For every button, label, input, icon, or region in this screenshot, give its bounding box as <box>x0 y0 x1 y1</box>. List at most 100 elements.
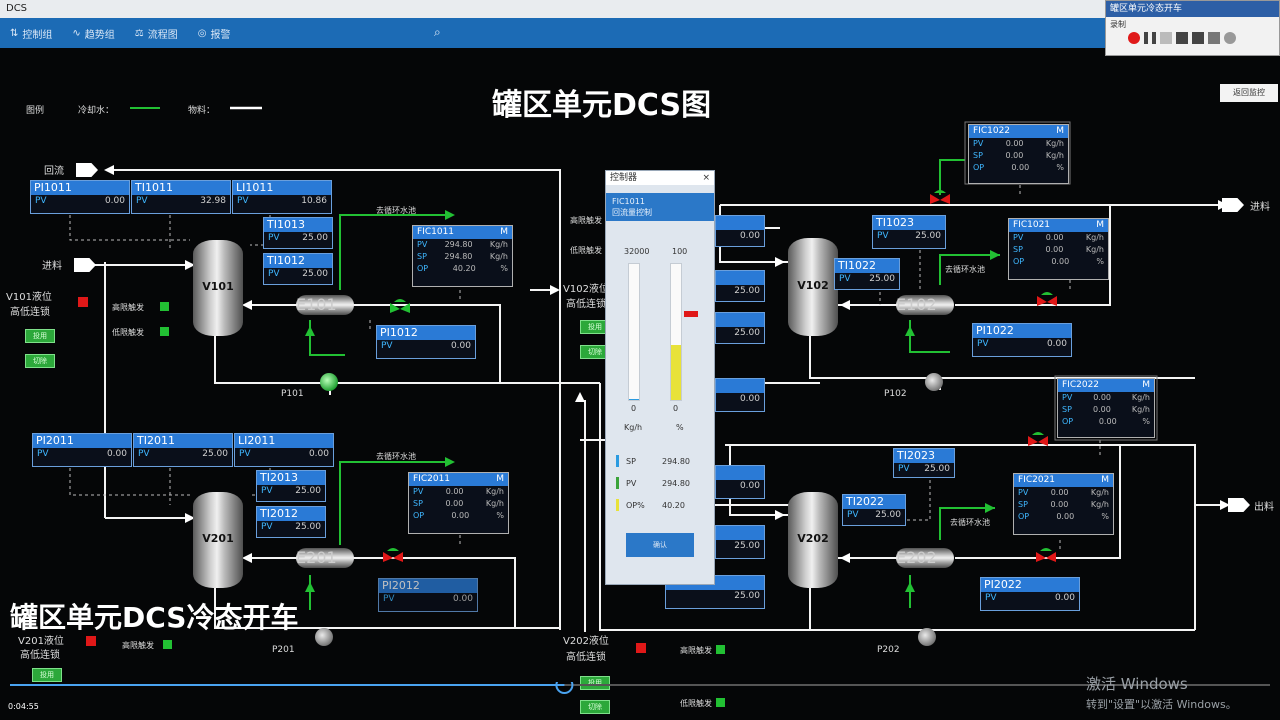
v201-enable-button[interactable]: 投用 <box>32 668 62 682</box>
v202-high-trip-indicator <box>716 645 725 654</box>
feed-left-label: 进料 <box>42 261 62 272</box>
op-bar[interactable] <box>670 263 682 401</box>
tag-hidden-1[interactable]: 0.00 <box>715 215 765 247</box>
stop-icon[interactable] <box>1160 32 1172 44</box>
v202-disable-button[interactable]: 切除 <box>580 700 610 714</box>
controller-confirm-button[interactable]: 确认 <box>626 533 694 557</box>
record-icon[interactable] <box>1128 32 1140 44</box>
control-valve-fv2021[interactable] <box>1036 546 1056 562</box>
group-icon: ⇅ <box>10 27 19 39</box>
camera-icon[interactable] <box>1208 32 1220 44</box>
menu-control-group[interactable]: ⇅控制组 <box>10 27 53 41</box>
v101-low-trip-indicator <box>160 327 169 336</box>
reflux-label: 回流 <box>44 166 64 177</box>
tag-hidden-4[interactable]: 0.00 <box>715 378 765 412</box>
tag-hidden-2[interactable]: 25.00 <box>715 270 765 302</box>
vessel-v101[interactable]: V101 <box>193 240 243 336</box>
control-valve-fv2022[interactable] <box>1028 430 1048 446</box>
vessel-v102[interactable]: V102 <box>788 238 838 336</box>
v102-disable-button[interactable]: 切除 <box>580 345 610 359</box>
cooling-return-label-2: 去循环水池 <box>376 452 416 461</box>
pump-p102[interactable] <box>925 373 943 391</box>
tag-hidden-5[interactable]: 0.00 <box>715 465 765 499</box>
pump-p202[interactable] <box>918 628 936 646</box>
control-valve-fv1011[interactable] <box>390 297 410 313</box>
menu-flow-chart[interactable]: ⚖流程图 <box>134 27 178 41</box>
v101-disable-button[interactable]: 切除 <box>25 354 55 368</box>
control-valve-fv1021[interactable] <box>1037 290 1057 306</box>
pump-p201-label: P201 <box>272 645 295 655</box>
vessel-v201[interactable]: V201 <box>193 492 243 588</box>
exchanger-e101[interactable]: E101 <box>296 295 354 315</box>
list-icon[interactable] <box>1176 32 1188 44</box>
activation-watermark-sub: 转到"设置"以激活 Windows。 <box>1086 698 1237 711</box>
video-progress-knob[interactable] <box>555 682 574 694</box>
legend-cooling-water: 冷却水： <box>78 106 115 116</box>
v202-enable-button[interactable]: 投用 <box>580 676 610 690</box>
pv-label: PV <box>626 479 637 488</box>
exchanger-e201[interactable]: E201 <box>296 548 354 568</box>
close-icon[interactable]: × <box>702 173 710 183</box>
menu-trend-group[interactable]: ∿趋势组 <box>72 27 115 41</box>
controller-header: FIC1011 回流量控制 <box>606 193 714 221</box>
screen-icon[interactable] <box>1192 32 1204 44</box>
pump-p101[interactable] <box>320 373 338 391</box>
unit-right: % <box>676 423 684 432</box>
v101-enable-button[interactable]: 投用 <box>25 329 55 343</box>
exchanger-e202[interactable]: E202 <box>896 548 954 568</box>
menu-alarm[interactable]: ◎报警 <box>197 27 231 41</box>
control-valve-fv2011[interactable] <box>383 546 403 562</box>
pause-icon[interactable] <box>1144 32 1148 44</box>
tag-hidden-6[interactable]: 25.00 <box>715 525 765 559</box>
op-slider-handle[interactable] <box>684 311 698 317</box>
pause-icon-2[interactable] <box>1152 32 1156 44</box>
control-valve-fv1022[interactable] <box>930 188 950 204</box>
pv-bar-fill <box>629 398 639 400</box>
video-progress-bar[interactable] <box>0 682 1280 720</box>
legend-material: 物料： <box>188 106 216 116</box>
tag-hidden-3[interactable]: 25.00 <box>715 312 765 344</box>
pv-color-mark <box>616 477 619 489</box>
v101-alarm-indicator <box>78 297 88 307</box>
sp-color-mark <box>616 455 619 467</box>
search-icon[interactable]: ⌕ <box>434 25 441 39</box>
clock-icon[interactable] <box>1224 32 1236 44</box>
video-time: 0:04:55 <box>8 702 39 711</box>
op-label: OP% <box>626 501 645 510</box>
exchanger-e102[interactable]: E102 <box>896 295 954 315</box>
feed-right-arrow-icon <box>1222 198 1244 212</box>
vessel-v202[interactable]: V202 <box>788 492 838 588</box>
window-titlebar: DCS <box>0 0 1280 18</box>
pump-p201[interactable] <box>315 628 333 646</box>
menu-bar: ⇅控制组 ∿趋势组 ⚖流程图 ◎报警 ⌕ <box>0 18 1105 48</box>
pump-p202-label: P202 <box>877 645 900 655</box>
recorder-widget: 罐区单元冷态开车 录制 <box>1105 0 1280 56</box>
v201-alarm-indicator <box>86 636 96 646</box>
return-monitor-button[interactable]: 返回监控 <box>1220 84 1278 102</box>
